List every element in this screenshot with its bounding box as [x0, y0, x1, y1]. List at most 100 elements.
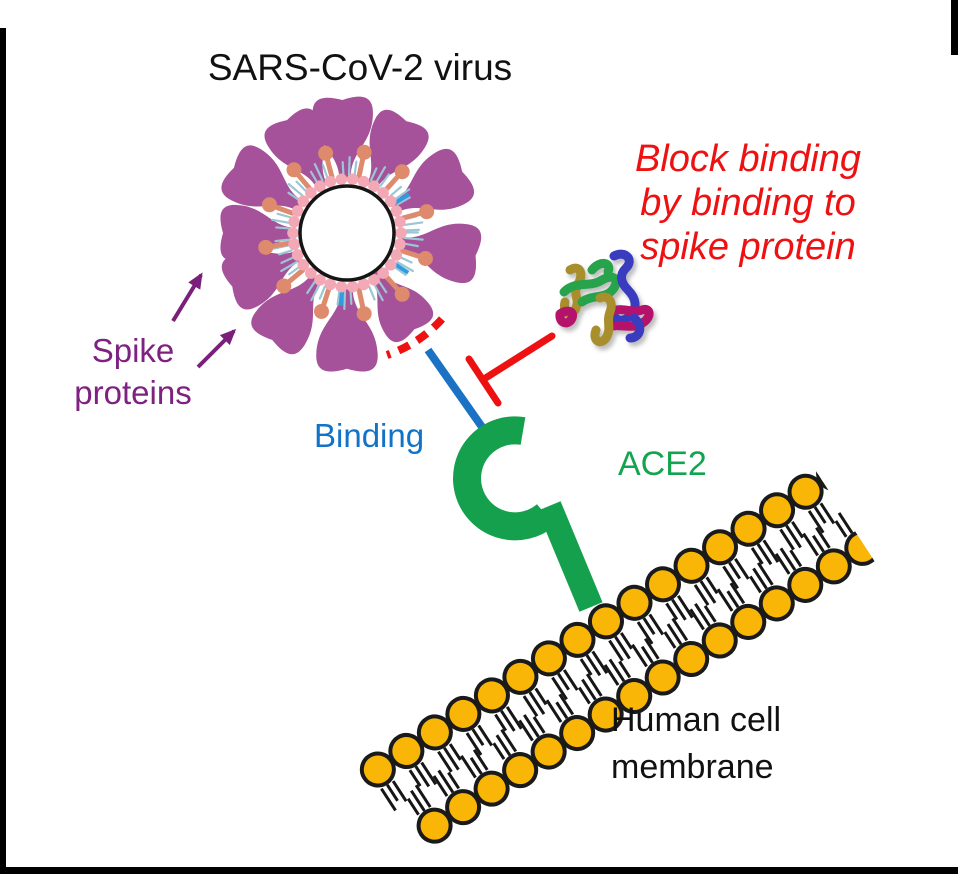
- envelope-lipid-bead: [390, 205, 403, 217]
- frame-bottom-edge: [0, 867, 958, 874]
- hn-hair-tuft: [287, 183, 304, 197]
- membrane-protein-stalk: [321, 285, 332, 307]
- lipid-tail: [414, 784, 432, 808]
- envelope-lipid-bead: [288, 238, 300, 251]
- block-label-line1: Block binding: [634, 138, 862, 180]
- spike-protein: [221, 250, 302, 310]
- hn-hair-tuft: [396, 196, 411, 206]
- spike-protein: [366, 109, 429, 190]
- spike-pointer-arrow-2: [196, 328, 237, 369]
- envelope-lipid-bead: [335, 173, 348, 186]
- envelope-lipid-bead: [297, 258, 310, 271]
- membrane-protein-stalk: [287, 267, 306, 284]
- accent-hair: [395, 192, 410, 204]
- blocking-molecule: [555, 249, 654, 347]
- membrane-protein-head: [286, 162, 302, 178]
- hn-hair-tuft: [313, 163, 324, 182]
- spike-label-line2: proteins: [74, 374, 192, 411]
- envelope-lipid-bead: [314, 180, 326, 193]
- hn-hair-tuft: [343, 289, 347, 311]
- sars-cov-2-virus-illustration: [220, 96, 482, 372]
- membrane-protein-head: [417, 250, 433, 266]
- spike-protein: [264, 108, 327, 189]
- inhibition-crossbar: [465, 355, 502, 407]
- spike-protein: [316, 289, 378, 372]
- lipid-tail: [585, 673, 603, 697]
- hn-hair-tuft: [310, 283, 321, 302]
- molecule-ribbon-blue-small: [625, 313, 645, 343]
- hn-hair-tuft: [373, 283, 384, 302]
- membrane-protein-stalk: [274, 204, 295, 216]
- hn-hair-tuft: [295, 180, 308, 193]
- lipid-tail: [500, 728, 518, 753]
- membrane-protein-head: [419, 204, 435, 220]
- hn-hair-tuft: [403, 221, 424, 227]
- hn-hair-tuft: [274, 238, 291, 243]
- membrane-protein-head: [258, 239, 274, 255]
- hn-hair-tuft: [393, 265, 407, 276]
- hn-hair-tuft: [280, 255, 296, 264]
- ace2-receptor-stalk: [537, 501, 603, 612]
- lipid-tail: [591, 650, 609, 675]
- block-label-line2: by binding to: [640, 182, 856, 224]
- hn-hair-tuft: [403, 228, 421, 232]
- membrane-protein-stalk: [356, 287, 366, 309]
- envelope-lipid-bead: [377, 267, 389, 279]
- envelope-lipid-bead: [346, 280, 359, 293]
- spike-protein: [392, 148, 475, 213]
- envelope-lipid-bead: [390, 249, 403, 261]
- hn-hair-tuft: [336, 289, 341, 306]
- accent-hair: [338, 290, 344, 306]
- membrane-protein-stalk: [325, 158, 335, 180]
- virus-core-ring: [298, 184, 396, 282]
- spike-protein: [370, 269, 434, 343]
- envelope-lipid-bead: [368, 180, 380, 193]
- membrane-protein-stalk: [383, 273, 400, 292]
- envelope-lipid-bead: [335, 280, 348, 293]
- envelope-lipid-bead: [384, 195, 397, 208]
- envelope-lipid-bead: [287, 227, 299, 239]
- envelope-lipid-bead: [394, 215, 406, 228]
- lipid-tail: [671, 617, 689, 642]
- diagram-title: SARS-CoV-2 virus: [207, 47, 513, 88]
- hn-hair-tuft: [353, 160, 358, 177]
- hn-hair-tuft: [390, 185, 403, 197]
- hn-hair-tuft: [288, 265, 301, 276]
- hn-hair-tuft: [321, 164, 329, 180]
- envelope-lipid-bead: [395, 227, 407, 239]
- membrane-protein-head: [318, 145, 334, 161]
- ace2-label: ACE2: [618, 445, 707, 483]
- ace2-receptor-cup: [453, 416, 556, 541]
- frame-left-edge: [0, 28, 6, 874]
- hn-hair-tuft: [309, 170, 319, 185]
- membrane-protein-head: [356, 144, 372, 160]
- molecule-ribbon-green-top: [587, 259, 614, 277]
- hn-hair-tuft: [306, 280, 317, 295]
- membrane-protein-stalk: [399, 248, 421, 259]
- envelope-lipid-bead: [377, 187, 389, 199]
- hn-hair-tuft: [369, 167, 378, 182]
- spike-pointer-arrow-1: [171, 272, 203, 323]
- spike-protein: [312, 96, 373, 179]
- membrane-protein-head: [394, 286, 410, 302]
- lipid-tail: [505, 706, 523, 730]
- spike-label-line1: Spike: [91, 332, 175, 369]
- membrane-protein-head: [356, 306, 372, 322]
- envelope-lipid-bead: [357, 278, 370, 291]
- block-label-line3: spike protein: [640, 226, 856, 268]
- hn-hair-tuft: [396, 260, 414, 273]
- hn-hair-tuft: [318, 285, 326, 300]
- hn-hair-tuft: [398, 255, 413, 264]
- molecule-ribbon-magenta-main: [605, 304, 654, 331]
- frame-top-right-edge: [951, 0, 958, 55]
- membrane-protein-stalk: [356, 157, 366, 179]
- rbd-dashed-arc: [385, 316, 445, 359]
- hn-hair-tuft: [280, 260, 298, 273]
- envelope-lipid-bead: [324, 278, 337, 291]
- membrane-protein-stalk: [270, 240, 293, 249]
- envelope-lipid-bead: [297, 195, 310, 208]
- envelope-lipid-bead: [394, 238, 406, 251]
- hn-hair-tuft: [275, 226, 291, 230]
